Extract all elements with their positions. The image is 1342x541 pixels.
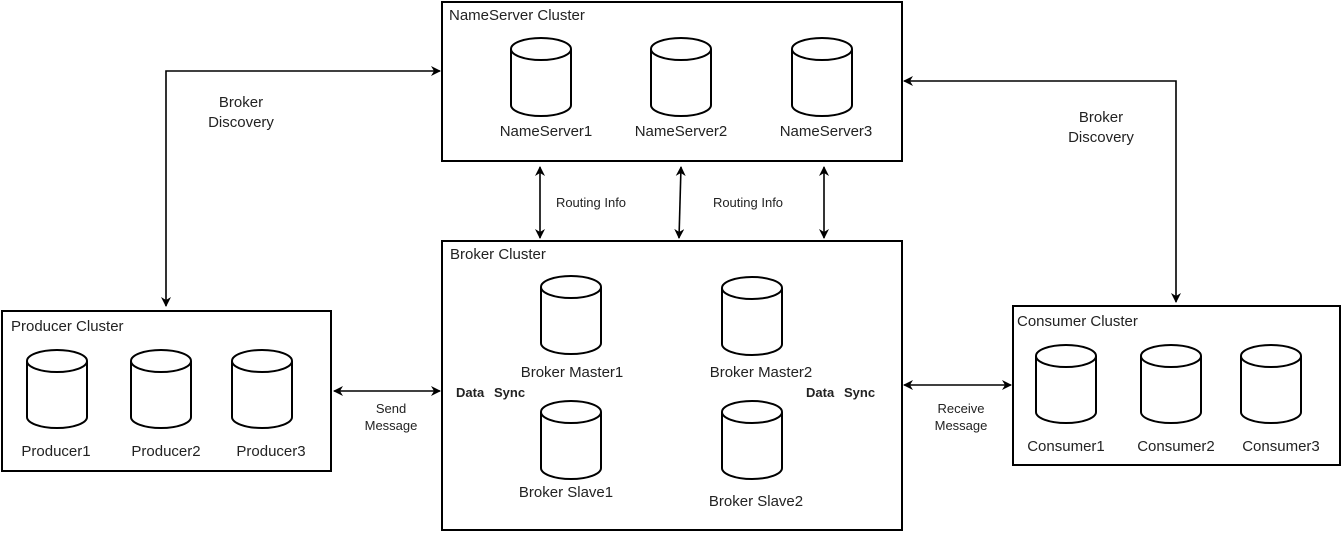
database-cylinder-icon [540, 275, 602, 355]
nameserver-cluster: NameServer Cluster NameServer1 NameServe… [441, 1, 903, 162]
database-cylinder-icon [231, 349, 293, 429]
edge-routing-2 [674, 166, 686, 239]
consumer-cluster: Consumer Cluster Consumer1 Consumer2 Con… [1012, 305, 1341, 466]
producer-cluster: Producer Cluster Producer1 Producer2 Pro… [1, 310, 332, 472]
edge-label-broker-discovery-right-line1: Broker [1079, 109, 1123, 126]
edge-label-data-sync-left-word2: Sync [494, 385, 525, 400]
edge-label-routing-info-left: Routing Info [556, 195, 626, 210]
database-cylinder-icon [130, 349, 192, 429]
node-label-broker-slave1: Broker Slave1 [519, 484, 613, 501]
database-cylinder-icon [540, 400, 602, 480]
edge-label-receive-message-line1: Receive [938, 401, 985, 416]
database-cylinder-icon [1140, 344, 1202, 424]
nameserver-cluster-title: NameServer Cluster [449, 7, 585, 24]
node-label-broker-master2: Broker Master2 [710, 364, 813, 381]
edge-label-receive-message-line2: Message [935, 418, 988, 433]
edge-producer-nameserver [161, 66, 441, 307]
edge-label-broker-discovery-left-line1: Broker [219, 94, 263, 111]
broker-cluster: Broker Cluster Broker Master1 Broker Sla… [441, 240, 903, 531]
node-label-producer3: Producer3 [236, 443, 305, 460]
database-cylinder-icon [650, 37, 712, 117]
edge-label-data-sync-right-word1: Data [806, 385, 835, 400]
edge-consumer-nameserver [903, 76, 1181, 303]
edge-label-broker-discovery-right-line2: Discovery [1068, 129, 1134, 146]
edge-label-send-message-line2: Message [365, 418, 418, 433]
database-cylinder-icon [1035, 344, 1097, 424]
node-label-consumer3: Consumer3 [1242, 438, 1320, 455]
node-label-broker-master1: Broker Master1 [521, 364, 624, 381]
edge-labels: Broker Discovery Broker Discovery Routin… [208, 94, 1134, 433]
node-label-nameserver3: NameServer3 [780, 123, 873, 140]
edge-label-broker-discovery-left-line2: Discovery [208, 114, 274, 131]
edge-label-routing-info-right: Routing Info [713, 195, 783, 210]
database-cylinder-icon [510, 37, 572, 117]
consumer-cluster-title: Consumer Cluster [1017, 313, 1138, 330]
database-cylinder-icon [791, 37, 853, 117]
node-label-producer2: Producer2 [131, 443, 200, 460]
edge-label-data-sync-left-word1: Data [456, 385, 485, 400]
database-cylinder-icon [721, 400, 783, 480]
node-label-consumer1: Consumer1 [1027, 438, 1105, 455]
producer-cluster-title: Producer Cluster [11, 318, 124, 335]
database-cylinder-icon [1240, 344, 1302, 424]
node-label-broker-slave2: Broker Slave2 [709, 493, 803, 510]
node-label-producer1: Producer1 [21, 443, 90, 460]
edge-label-send-message-line1: Send [376, 401, 406, 416]
database-cylinder-icon [721, 276, 783, 356]
node-label-consumer2: Consumer2 [1137, 438, 1215, 455]
node-label-nameserver1: NameServer1 [500, 123, 593, 140]
node-label-nameserver2: NameServer2 [635, 123, 728, 140]
broker-cluster-box [441, 240, 903, 531]
edge-label-data-sync-right-word2: Sync [844, 385, 875, 400]
database-cylinder-icon [26, 349, 88, 429]
broker-cluster-title: Broker Cluster [450, 246, 546, 263]
